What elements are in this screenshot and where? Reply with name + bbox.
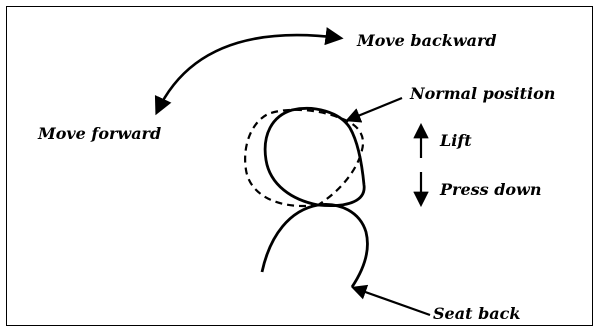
rotation-arrow: [154, 27, 344, 116]
normal-position-label: Normal position: [410, 84, 556, 103]
headrest-normal-outline: [263, 107, 366, 207]
move-forward-label: Move forward: [38, 124, 162, 143]
lift-label: Lift: [440, 131, 472, 150]
seat-back-label: Seat back: [433, 304, 521, 323]
move-backward-label: Move backward: [357, 31, 497, 50]
seat-back-pointer: [351, 284, 431, 317]
headrest-tilted-outline: [244, 108, 365, 208]
normal-position-pointer: [345, 96, 403, 123]
seat-back-outline: [260, 203, 369, 288]
press-down-label: Press down: [440, 180, 542, 199]
